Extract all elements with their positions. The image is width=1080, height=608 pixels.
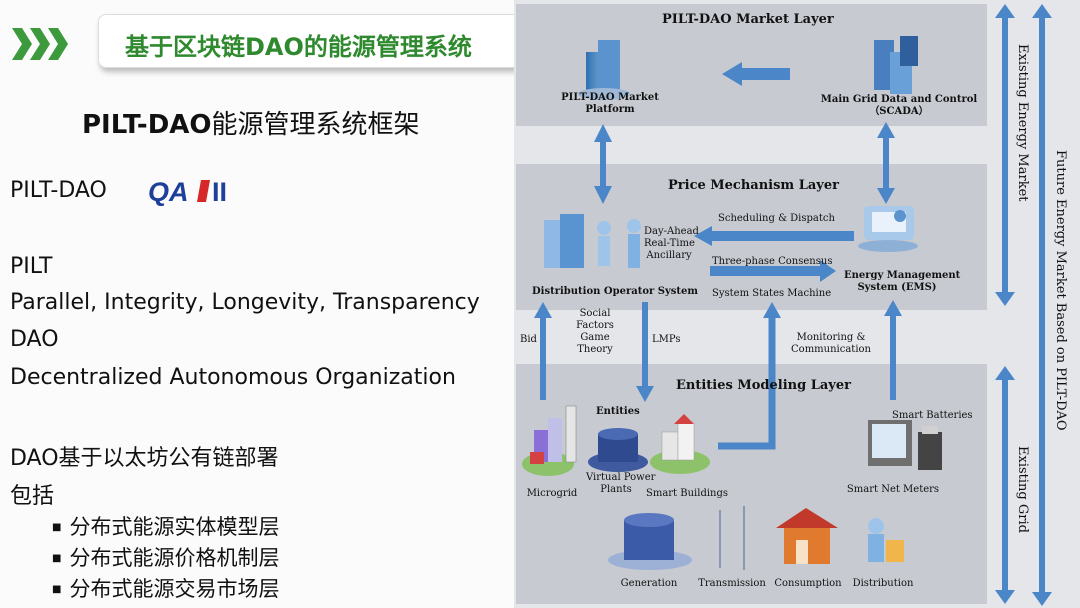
lmps-label: LMPs xyxy=(652,334,681,345)
dao-label: DAO xyxy=(10,327,59,352)
dso-label: Distribution Operator System xyxy=(532,286,698,297)
transmission-label: Transmission xyxy=(698,578,766,589)
framework-heading-bold: PILT-DAO xyxy=(82,110,212,140)
smart-net-meter-icon xyxy=(868,420,942,470)
includes-text: 包括 xyxy=(10,484,55,509)
distribution-label: Distribution xyxy=(852,578,914,589)
pilt-full: Parallel, Integrity, Longevity, Transpar… xyxy=(10,290,480,315)
main-grid-label: Main Grid Data and Control（SCADA） xyxy=(820,94,978,117)
smart-batteries-label: Smart Batteries xyxy=(892,410,973,421)
consumption-house-icon xyxy=(776,508,838,564)
monitoring-label: Monitoring &Communication xyxy=(791,332,871,355)
smart-buildings-label: Smart Buildings xyxy=(645,488,729,499)
pilt-label: PILT xyxy=(10,254,53,279)
system-states-label: System States Machine xyxy=(712,288,832,299)
entities-layer-band xyxy=(516,364,987,604)
transmission-icon xyxy=(719,506,745,570)
consumption-label: Consumption xyxy=(774,578,842,589)
bullet-item: 分布式能源价格机制层 xyxy=(52,542,279,572)
distribution-operator-icon xyxy=(544,214,641,268)
generation-label: Generation xyxy=(620,578,678,589)
smart-net-meters-label: Smart Net Meters xyxy=(846,484,940,495)
distribution-worker-icon xyxy=(868,518,904,562)
svg-text:QA: QA xyxy=(148,177,189,206)
chevron-arrows-icon xyxy=(12,28,68,60)
vpp-icon xyxy=(588,428,648,472)
framework-heading: PILT-DAO能源管理系统框架 xyxy=(82,104,420,141)
future-market-label: Future Energy Market Based on PILT-DAO xyxy=(1053,150,1068,431)
existing-grid-label: Existing Grid xyxy=(1015,446,1030,533)
deploy-text: DAO基于以太坊公有链部署 xyxy=(10,446,279,471)
title-banner: 基于区块链DAO的能源管理系统 xyxy=(98,14,520,68)
ems-icon xyxy=(858,206,918,252)
diagram-graphics xyxy=(522,4,1052,606)
bullet-item: 分布式能源实体模型层 xyxy=(52,511,279,541)
svg-text:II: II xyxy=(212,177,227,206)
three-phase-label: Three-phase Consensus xyxy=(712,256,833,267)
brand-label: PILT-DAO xyxy=(10,178,107,203)
bullet-item: 分布式能源交易市场层 xyxy=(52,573,279,603)
generation-icon xyxy=(608,513,692,570)
existing-market-label: Existing Energy Market xyxy=(1015,44,1030,202)
microgrid-label: Microgrid xyxy=(526,488,578,499)
smart-buildings-icon xyxy=(650,414,710,474)
entities-layer-title: Entities Modeling Layer xyxy=(676,378,851,393)
entities-label: Entities xyxy=(596,406,640,417)
bid-label: Bid xyxy=(520,334,537,345)
scheduling-label: Scheduling & Dispatch xyxy=(718,213,835,224)
price-layer-title: Price Mechanism Layer xyxy=(668,178,839,193)
microgrid-icon xyxy=(522,405,577,476)
page-title: 基于区块链DAO的能源管理系统 xyxy=(125,33,472,61)
scada-servers-icon xyxy=(874,36,918,94)
dao-full: Decentralized Autonomous Organization xyxy=(10,365,456,390)
oaii-logo: QA II xyxy=(148,177,227,206)
framework-heading-rest: 能源管理系统框架 xyxy=(211,110,420,140)
market-platform-icon xyxy=(578,40,630,100)
market-layer-title: PILT-DAO Market Layer xyxy=(662,12,834,27)
